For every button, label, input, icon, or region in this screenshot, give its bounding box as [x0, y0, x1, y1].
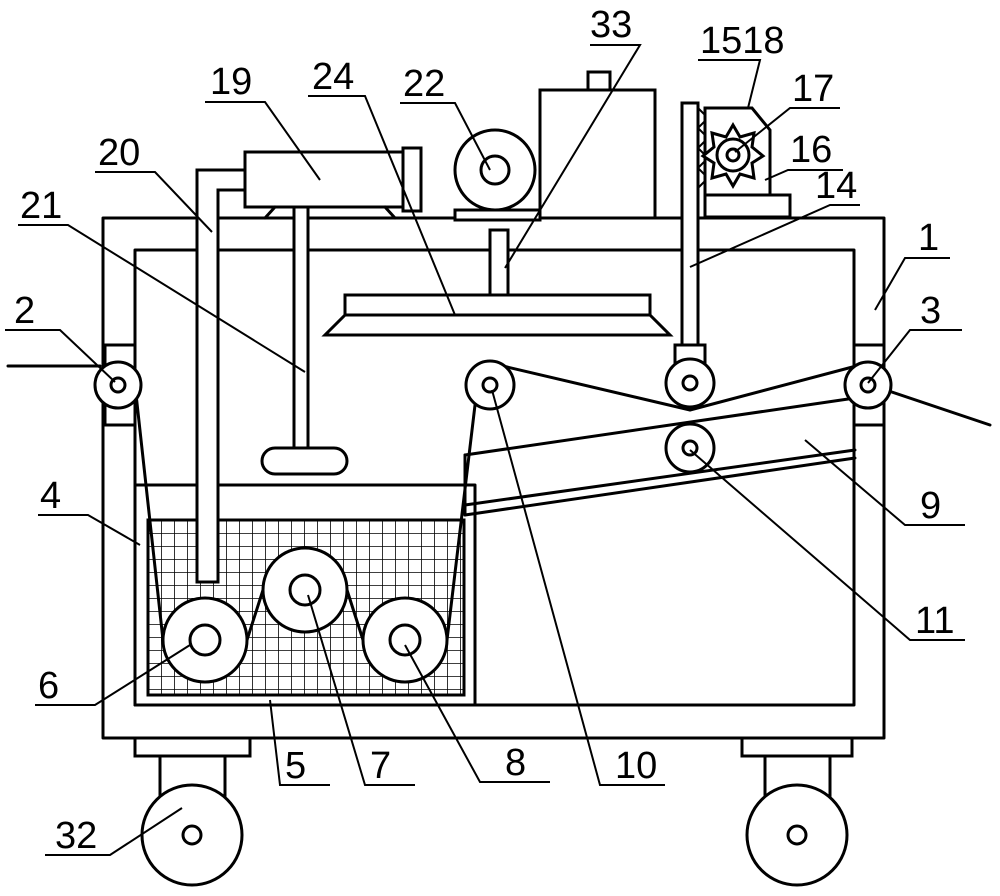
pipe — [195, 168, 247, 584]
lifting-rack — [673, 101, 710, 365]
roller-2 — [93, 343, 143, 427]
leader-lines — [5, 44, 965, 856]
label-19: 19 — [210, 61, 252, 103]
label-22: 22 — [403, 63, 445, 105]
label-32: 32 — [55, 815, 97, 857]
label-17: 17 — [792, 68, 834, 110]
label-7: 7 — [370, 745, 391, 787]
label-3: 3 — [920, 290, 941, 332]
roller-8 — [361, 596, 449, 684]
spray-rod — [260, 205, 349, 476]
label-11: 11 — [915, 600, 954, 642]
top-unit — [453, 70, 657, 222]
wheel-left — [133, 736, 252, 887]
roller-3 — [843, 343, 893, 427]
label-14: 14 — [815, 165, 857, 207]
label-6: 6 — [38, 665, 59, 707]
label-16: 16 — [790, 129, 832, 171]
roller-10 — [464, 359, 516, 411]
ironing-plate — [321, 228, 674, 337]
label-5: 5 — [285, 745, 306, 787]
label-21: 21 — [20, 185, 62, 227]
wheel-right — [740, 736, 854, 887]
label-1: 1 — [918, 217, 939, 259]
pump — [243, 146, 423, 220]
roller-7 — [261, 546, 349, 634]
label-1518: 1518 — [700, 20, 785, 62]
label-4: 4 — [40, 475, 61, 517]
label-24: 24 — [312, 56, 354, 98]
label-33: 33 — [590, 4, 632, 46]
fabric-path — [6, 361, 992, 642]
roller-6 — [161, 596, 249, 684]
label-8: 8 — [505, 742, 526, 784]
label-20: 20 — [98, 132, 140, 174]
inclined-board — [463, 396, 857, 517]
part-labels: 1 2 3 4 5 6 7 8 9 10 11 14 1518 16 17 19… — [14, 4, 954, 857]
label-10: 10 — [615, 745, 657, 787]
label-9: 9 — [920, 485, 941, 527]
label-2: 2 — [14, 290, 35, 332]
gear-motor — [700, 106, 792, 219]
pressure-roller — [664, 357, 716, 409]
